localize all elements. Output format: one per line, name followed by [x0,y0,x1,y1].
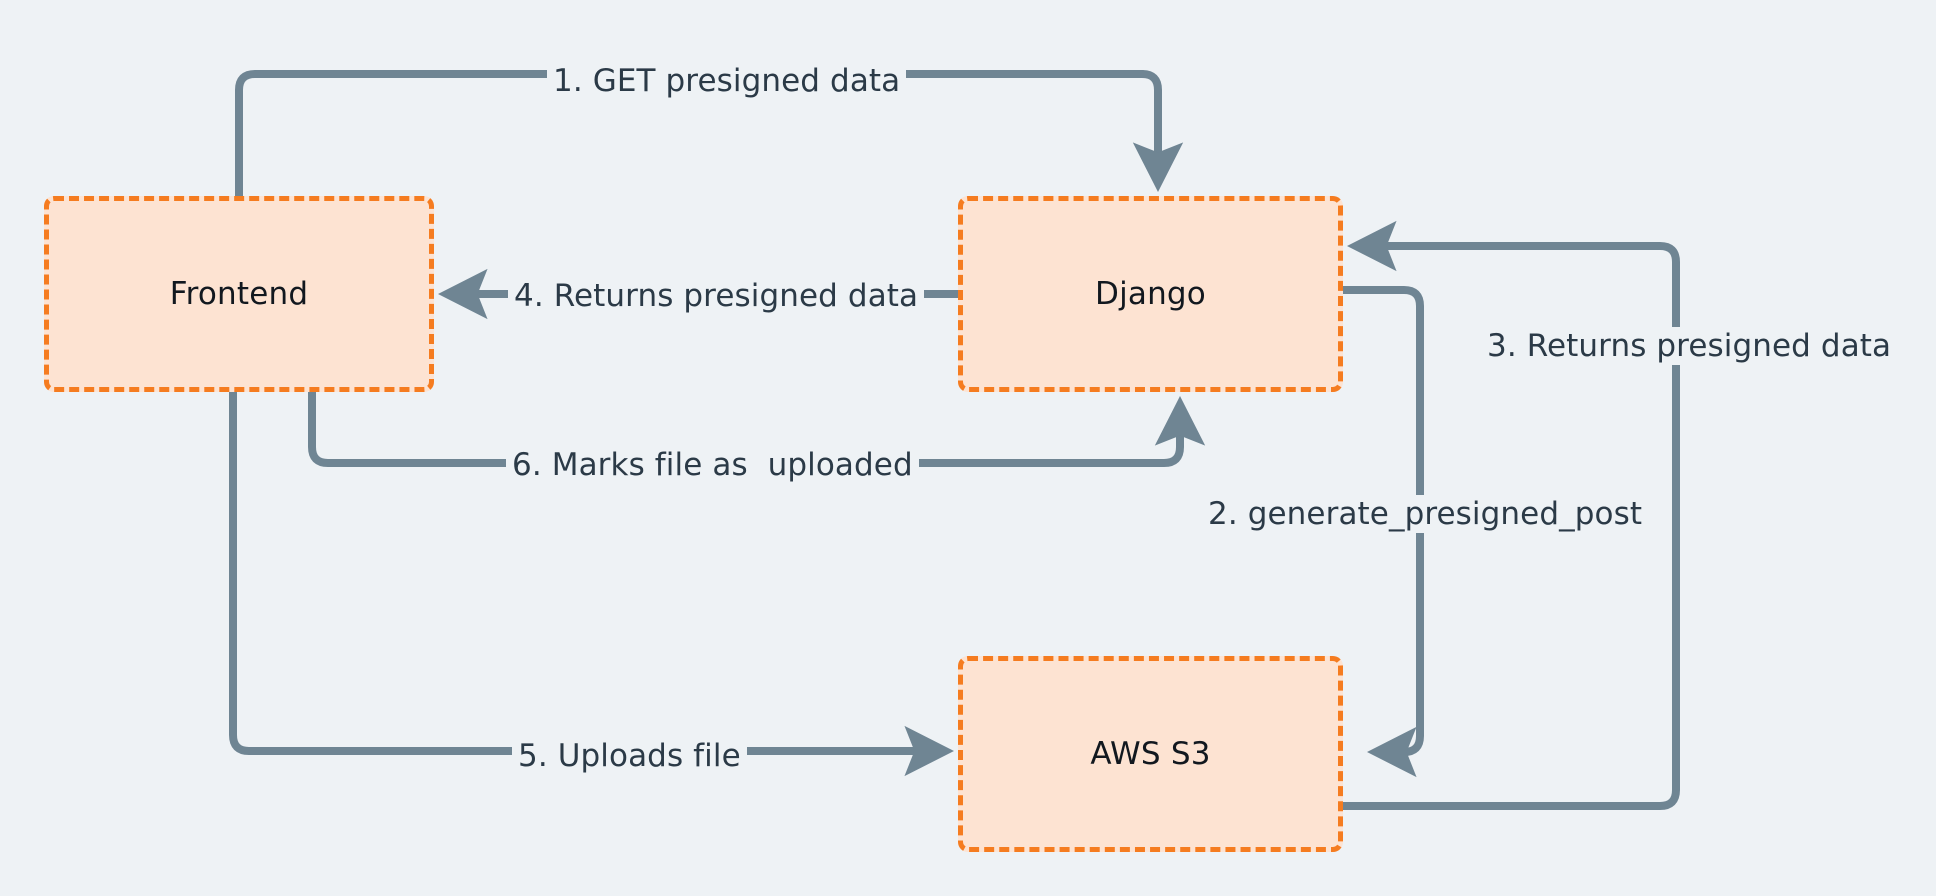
edge-label-3: 3. Returns presigned data [1481,327,1898,365]
edge-label-1: 1. GET presigned data [547,62,907,100]
edge-label-6: 6. Marks file as uploaded [506,446,919,484]
node-aws-s3[interactable]: AWS S3 [958,656,1343,852]
edge-3-path [1339,220,1680,810]
node-django-label: Django [1095,276,1206,312]
node-frontend[interactable]: Frontend [44,196,434,392]
node-frontend-label: Frontend [169,276,309,312]
node-django[interactable]: Django [958,196,1343,392]
edge-label-2: 2. generate_presigned_post [1202,495,1649,533]
edge-label-5: 5. Uploads file [512,737,747,775]
node-aws-s3-label: AWS S3 [1090,736,1211,772]
edge-label-4: 4. Returns presigned data [508,277,925,315]
edge-5-path [229,388,955,777]
